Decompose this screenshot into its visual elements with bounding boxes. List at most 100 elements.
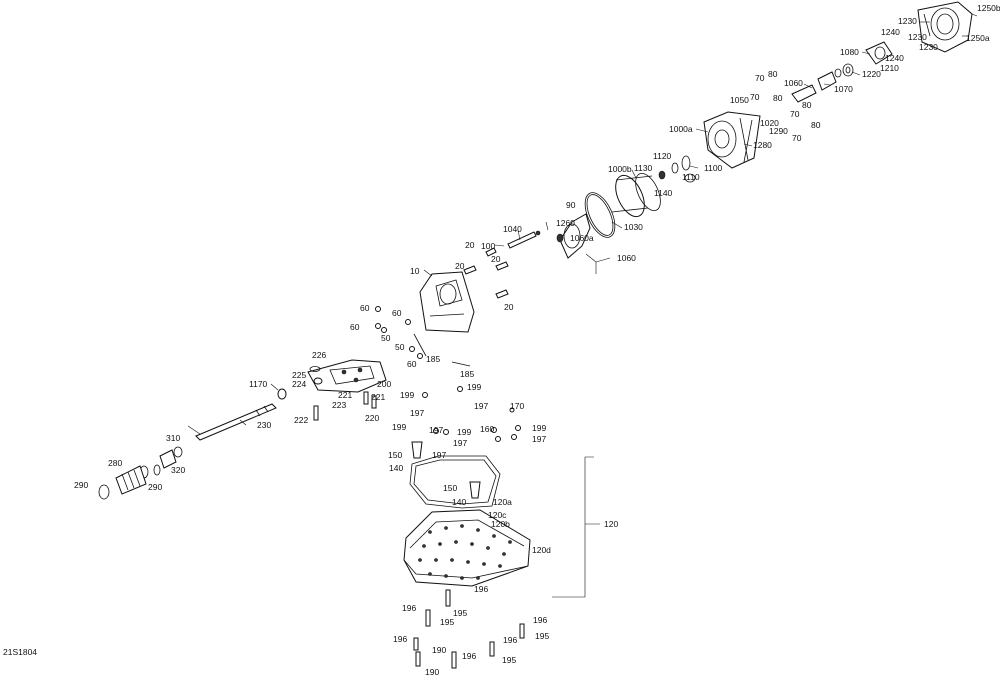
callout-220: 220 (365, 413, 379, 423)
callout-1060: 1060 (784, 78, 803, 88)
callout-20: 20 (504, 302, 514, 312)
callout-1080: 1080 (840, 47, 859, 57)
screws-20-part (463, 247, 509, 299)
callout-labels: 1250b 1230 1240 1230 1250a 1230 1080 124… (74, 3, 1000, 677)
callout-140: 140 (452, 497, 466, 507)
callout-1140: 1140 (654, 188, 673, 198)
callout-60: 60 (392, 308, 402, 318)
nuts-197-part (422, 386, 521, 442)
seal-rings-part (834, 63, 854, 78)
plugs-150-part (411, 441, 481, 499)
callout-230: 230 (257, 420, 271, 430)
callout-221: 221 (338, 390, 352, 400)
callout-1130: 1130 (634, 163, 653, 173)
callout-1260: 1260 (556, 218, 575, 228)
callout-196: 196 (503, 635, 517, 645)
callout-70: 70 (790, 109, 800, 119)
callout-196: 196 (462, 651, 476, 661)
callout-197: 197 (532, 434, 546, 444)
wear-ring-part (611, 172, 661, 218)
gasket-part (409, 455, 501, 509)
callout-190: 190 (432, 645, 446, 655)
callout-120d: 120d (532, 545, 551, 555)
callout-1230: 1230 (908, 32, 927, 42)
callout-100: 100 (481, 241, 495, 251)
callout-60: 60 (360, 303, 370, 313)
callout-197: 197 (474, 401, 488, 411)
o-ring-1030-part (584, 192, 616, 238)
mounting-bracket-part (307, 359, 387, 393)
callout-195: 195 (535, 631, 549, 641)
spacers-225-part (309, 366, 323, 385)
callout-1230: 1230 (919, 42, 938, 52)
callout-120a: 120a (493, 497, 512, 507)
callout-199: 199 (532, 423, 546, 433)
callout-224: 224 (292, 379, 306, 389)
callout-310: 310 (166, 433, 180, 443)
callout-280: 280 (108, 458, 122, 468)
callout-190: 190 (425, 667, 439, 677)
boot-parts (98, 446, 183, 500)
callout-195: 195 (453, 608, 467, 618)
callout-197: 197 (453, 438, 467, 448)
callout-195: 195 (502, 655, 516, 665)
callout-80: 80 (811, 120, 821, 130)
callout-1070: 1070 (834, 84, 853, 94)
rod-185-part (413, 333, 471, 367)
callout-1100: 1100 (704, 163, 723, 173)
callout-199: 199 (392, 422, 406, 432)
callout-60: 60 (407, 359, 417, 369)
callout-199: 199 (400, 390, 414, 400)
bolts-196-part (413, 589, 525, 669)
callout-1240: 1240 (885, 53, 904, 63)
callout-1060a: 1060a (570, 233, 594, 243)
pump-rings-part (658, 155, 696, 183)
callout-1250b: 1250b (977, 3, 1000, 13)
callout-1040: 1040 (503, 224, 522, 234)
leader-lines (187, 13, 978, 598)
callout-197: 197 (429, 425, 443, 435)
callout-1220: 1220 (862, 69, 881, 79)
callout-120: 120 (604, 519, 618, 529)
callout-120c: 120c (488, 510, 507, 520)
callout-70: 70 (792, 133, 802, 143)
callout-199: 199 (467, 382, 481, 392)
callout-320: 320 (171, 465, 185, 475)
callout-140: 140 (389, 463, 403, 473)
callout-60: 60 (350, 322, 360, 332)
callout-1030: 1030 (624, 222, 643, 232)
callout-290: 290 (74, 480, 88, 490)
drive-shaft-part (195, 388, 287, 441)
callout-1290: 1290 (769, 126, 788, 136)
callout-170: 170 (510, 401, 524, 411)
screw-222-part (313, 405, 319, 421)
callout-195: 195 (440, 617, 454, 627)
callout-150: 150 (388, 450, 402, 460)
venturi-nozzle-part (917, 1, 973, 53)
callout-197: 197 (432, 450, 446, 460)
callout-1060: 1060 (617, 253, 636, 263)
callout-196: 196 (533, 615, 547, 625)
callout-160: 160 (480, 424, 494, 434)
callout-50: 50 (381, 333, 391, 343)
callout-226: 226 (312, 350, 326, 360)
callout-290: 290 (148, 482, 162, 492)
callout-120b: 120b (491, 519, 510, 529)
callout-1120: 1120 (653, 151, 672, 161)
callout-80: 80 (768, 69, 778, 79)
callout-196: 196 (402, 603, 416, 613)
callout-80: 80 (802, 100, 812, 110)
callout-1000a: 1000a (669, 124, 693, 134)
impeller-part (556, 213, 591, 259)
bearing-shaft-part (791, 71, 837, 103)
screws-220-part (363, 391, 377, 409)
callout-225: 225 (292, 370, 306, 380)
driveshaft-tool-part (507, 230, 541, 249)
pump-housing-part (703, 111, 761, 169)
callout-221: 221 (371, 392, 385, 402)
callout-20: 20 (465, 240, 475, 250)
callout-50: 50 (395, 342, 405, 352)
callout-1170: 1170 (249, 379, 268, 389)
callout-1280: 1280 (753, 140, 772, 150)
